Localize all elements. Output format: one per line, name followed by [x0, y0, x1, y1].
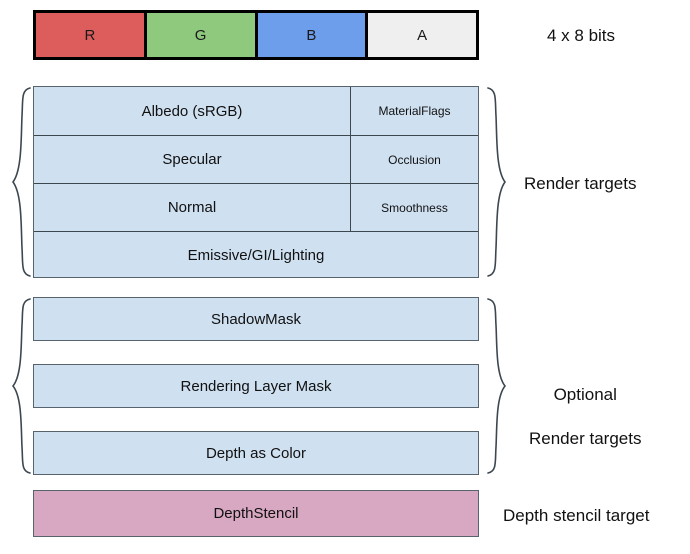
label-render-targets: Render targets	[524, 174, 637, 193]
optional-box-depth-as-color: Depth as Color	[33, 431, 479, 475]
cell-occlusion-label: Occlusion	[388, 152, 441, 167]
cell-normal-label: Normal	[167, 199, 217, 216]
render-targets-grid: Albedo (sRGB) MaterialFlags Specular Occ…	[33, 86, 479, 278]
cell-normal: Normal	[34, 184, 351, 231]
cell-albedo: Albedo (sRGB)	[34, 87, 351, 135]
rgba-channel-bar: R G B A	[33, 10, 479, 60]
optional-box-shadowmask-label: ShadowMask	[210, 310, 302, 328]
channel-cell-g: G	[146, 13, 258, 57]
cell-specular: Specular	[34, 136, 351, 183]
depth-stencil-box: DepthStencil	[33, 490, 479, 537]
brace-right-render-targets	[484, 86, 510, 278]
label-bit-depth: 4 x 8 bits	[547, 26, 616, 45]
render-target-row-normal: Normal Smoothness	[34, 183, 478, 231]
render-target-row-albedo: Albedo (sRGB) MaterialFlags	[34, 87, 478, 135]
cell-albedo-label: Albedo (sRGB)	[141, 102, 243, 120]
optional-box-rendering-layer-mask-label: Rendering Layer Mask	[180, 377, 332, 395]
brace-right-optional-render-targets	[484, 297, 510, 475]
channel-cell-r: R	[36, 13, 147, 57]
label-optional-line1: Optional	[553, 385, 617, 405]
cell-smoothness: Smoothness	[351, 184, 478, 231]
label-optional-line2: Render targets	[529, 429, 642, 449]
brace-left-render-targets	[8, 86, 34, 278]
cell-emissive: Emissive/GI/Lighting	[34, 232, 478, 279]
cell-material-flags-label: MaterialFlags	[378, 104, 451, 118]
channel-label-a: A	[417, 26, 428, 44]
render-target-row-specular: Specular Occlusion	[34, 135, 478, 183]
cell-smoothness-label: Smoothness	[381, 200, 448, 215]
render-target-row-emissive: Emissive/GI/Lighting	[34, 231, 478, 279]
cell-material-flags: MaterialFlags	[351, 87, 478, 135]
channel-label-r: R	[84, 26, 96, 44]
channel-label-b: B	[306, 26, 317, 44]
channel-cell-a: A	[368, 13, 476, 57]
optional-box-depth-as-color-label: Depth as Color	[205, 444, 307, 462]
optional-box-shadowmask: ShadowMask	[33, 297, 479, 341]
channel-cell-b: B	[257, 13, 369, 57]
label-optional-render-targets: Optional Render targets	[529, 362, 641, 472]
brace-left-optional-render-targets	[8, 297, 34, 475]
optional-box-rendering-layer-mask: Rendering Layer Mask	[33, 364, 479, 408]
cell-specular-label: Specular	[162, 151, 222, 168]
cell-occlusion: Occlusion	[351, 136, 478, 183]
depth-stencil-label: DepthStencil	[213, 505, 299, 522]
cell-emissive-label: Emissive/GI/Lighting	[187, 247, 325, 264]
channel-label-g: G	[194, 26, 207, 44]
label-depth-stencil-target: Depth stencil target	[503, 506, 650, 525]
